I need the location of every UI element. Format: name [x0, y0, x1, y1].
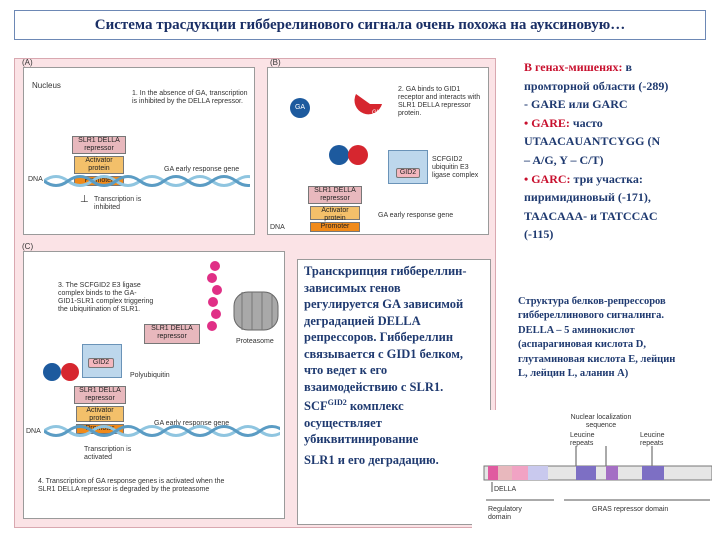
- gras-domain-diagram: Nuclear localization sequence Leucine re…: [472, 410, 712, 536]
- panel-c-caption-4: 4. Transcription of GA response genes is…: [38, 478, 225, 493]
- gene-label-c: GA early response gene: [154, 420, 230, 427]
- dna-label: DNA: [28, 176, 43, 183]
- slr1-della-box: SLR1 DELLA repressor: [72, 136, 126, 154]
- polyubiquitin-label: Polyubiquitin: [130, 372, 170, 379]
- structure-line-1: Структура белков-репрессоров: [518, 296, 666, 307]
- explanation-text-box: Транскрипция гиббереллин- зависимых гено…: [297, 259, 491, 525]
- structure-line-6: L, лейцин L, аланин A): [518, 368, 629, 380]
- gras-repressor-domain-label: GRAS repressor domain: [592, 506, 669, 513]
- inhibited-label: Transcription is inhibited: [94, 196, 142, 211]
- panel-b-caption: 2. GA binds to GID1 receptor and interac…: [398, 86, 481, 117]
- panel-a: (A) Nucleus 1. In the absence of GA, tra…: [22, 58, 255, 235]
- ga-gid1-complex-icon: [329, 145, 368, 165]
- target-line-10: (-115): [524, 227, 554, 242]
- target-line-6: – A/G, Y – C/T): [524, 152, 604, 167]
- garc-bullet: • GARC:: [524, 171, 571, 186]
- gene-label-b: GA early response gene: [378, 212, 454, 219]
- explanation-line-8: взаимодействию с SLR1.: [304, 379, 444, 394]
- slr1-della-box-c: SLR1 DELLA repressor: [144, 324, 200, 344]
- activator-box-c: Activator protein: [76, 406, 124, 422]
- panel-a-caption: 1. In the absence of GA, transcription i…: [132, 90, 248, 105]
- explanation-line-1: Транскрипция гиббереллин-: [304, 264, 467, 278]
- explanation-line-9: SCFGID2 комплекс: [304, 395, 484, 415]
- explanation-line-11: убиквитинирование: [304, 432, 419, 447]
- structure-line-3: DELLA – 5 аминокислот: [518, 324, 635, 336]
- dna-label-c: DNA: [26, 428, 41, 435]
- gras-domain-svg: [472, 410, 712, 536]
- figure-area: (A) Nucleus 1. In the absence of GA, tra…: [14, 58, 496, 528]
- dna-label-b: DNA: [270, 224, 285, 231]
- structure-line-2: гиббереллинового сигналинга.: [518, 310, 664, 322]
- target-line-3: - GARE или GARC: [524, 97, 628, 112]
- proteasome-icon: [233, 291, 279, 331]
- gid1-receptor-icon: GID1: [354, 94, 386, 116]
- target-line-7: • GARC: три участка:: [524, 170, 714, 189]
- della-label: DELLA: [494, 486, 517, 493]
- activated-label: Transcription is activated: [84, 446, 132, 461]
- polyubiquitin-chain-icon: [207, 261, 222, 331]
- promoter-box-b: Promoter: [310, 222, 360, 232]
- nucleus-label: Nucleus: [32, 81, 61, 90]
- panel-b-label: (B): [270, 58, 281, 67]
- gare-bullet: • GARE:: [524, 115, 570, 130]
- repressor-structure-text: Структура белков-репрессоров гиббереллин…: [518, 295, 714, 381]
- target-line-5: UTAACAUANTCYGG (N: [524, 134, 661, 149]
- scf-label: SCFGID2 ubiquitin E3 ligase complex: [432, 156, 479, 179]
- complex-text: комплекс: [346, 399, 404, 414]
- explanation-line-5: репрессоров. Гиббереллин: [304, 330, 454, 344]
- target-genes-text: В генах-мишенях: в промторной области (-…: [524, 58, 714, 244]
- activator-box-b: Activator protein: [310, 206, 360, 222]
- regulatory-domain-label: Regulatory domain: [488, 506, 522, 521]
- panel-a-label: (A): [22, 58, 33, 67]
- target-line-4: • GARE: часто: [524, 114, 714, 133]
- explanation-line-3: регулируется GA зависимой: [304, 297, 464, 311]
- dna-helix-c: [44, 425, 280, 437]
- scf-superscript: GID2: [327, 398, 347, 407]
- dna-helix-a: [44, 175, 250, 187]
- svg-text:GID1: GID1: [372, 110, 386, 116]
- scf-complex-box: [388, 150, 428, 184]
- panel-c-caption: 3. The SCFGID2 E3 ligase complex binds t…: [58, 282, 154, 313]
- panel-b: (B) GA GID1 2. GA binds to GID1 receptor…: [267, 58, 489, 235]
- gare-rest: часто: [569, 115, 603, 130]
- explanation-line-6: связывается с GID1 белком,: [304, 346, 463, 361]
- nls-label: Nuclear localization sequence: [570, 414, 632, 429]
- explanation-line-10: осуществляет: [304, 415, 382, 430]
- target-line-1-rest: в: [622, 60, 632, 74]
- leucine-repeats-label-2: Leucine repeats: [640, 432, 665, 447]
- inhibit-icon: ⊥: [80, 194, 89, 205]
- explanation-line-2: зависимых генов: [304, 280, 401, 295]
- gid2-box-c: GID2: [88, 358, 114, 368]
- target-line-9: TAACAAA- и TATCCAC: [524, 208, 658, 223]
- target-genes-heading: В генах-мишенях:: [524, 60, 623, 74]
- structure-line-4: (аспарагиновая кислота D,: [518, 339, 647, 351]
- ga-molecule-icon: GA: [290, 98, 310, 118]
- explanation-line-4: деградацией DELLA: [304, 313, 421, 328]
- target-line-2: промторной области (-289): [524, 78, 669, 93]
- target-line-8: пиримидиновый (-171),: [524, 190, 651, 205]
- scf-text: SCF: [304, 399, 328, 414]
- leucine-repeats-label-1: Leucine repeats: [570, 432, 595, 447]
- gid2-box: GID2: [396, 168, 420, 178]
- proteasome-label: Proteasome: [236, 338, 274, 345]
- activator-box: Activator protein: [74, 156, 124, 174]
- panel-c: (C) 3. The SCFGID2 E3 ligase complex bin…: [22, 242, 285, 519]
- slr1-della-box-c2: SLR1 DELLA repressor: [74, 386, 126, 404]
- slr1-della-box-b: SLR1 DELLA repressor: [308, 186, 362, 204]
- panel-c-label: (C): [22, 242, 34, 251]
- ga-gid1-complex-icon-c: [43, 363, 79, 381]
- explanation-line-7: что ведет к его: [304, 363, 388, 377]
- garc-rest: три участка:: [570, 171, 643, 186]
- target-line-1: В генах-мишенях: в: [524, 58, 714, 77]
- structure-line-5: глутаминовая кислота E, лейцин: [518, 353, 676, 365]
- gene-label: GA early response gene: [164, 166, 240, 173]
- slide-title: Система трасдукции гибберелинового сигна…: [14, 10, 706, 40]
- explanation-line-12: SLR1 и его деградацию.: [304, 452, 439, 467]
